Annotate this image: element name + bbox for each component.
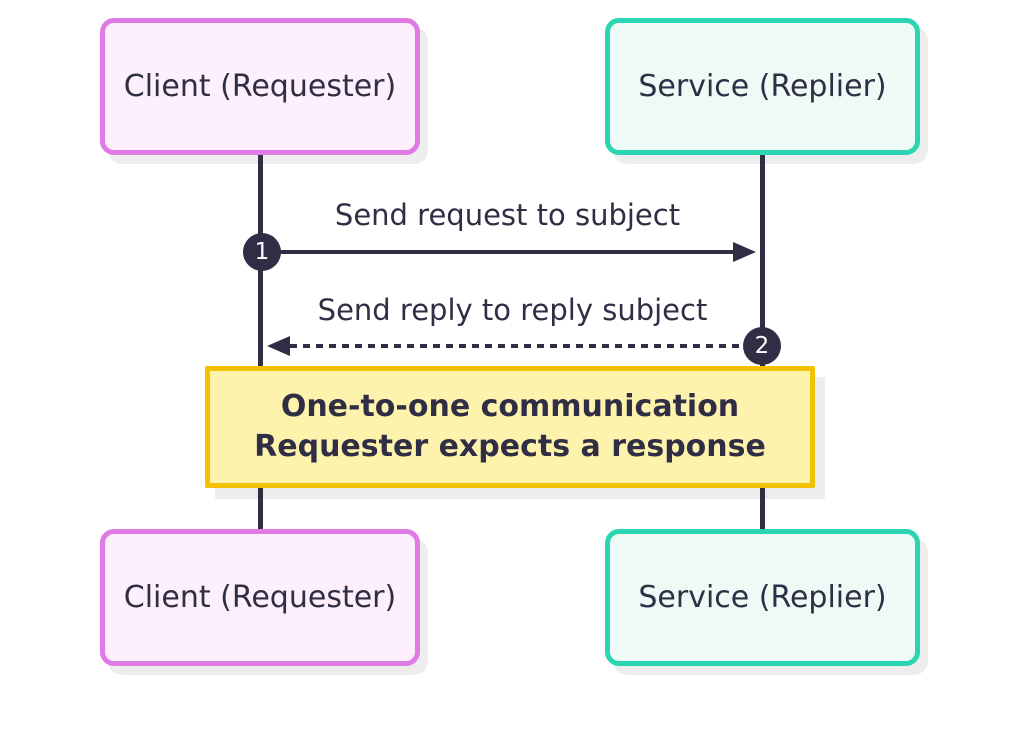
message-1-label: Send request to subject bbox=[334, 198, 681, 232]
actor-service-top-label: Service (Replier) bbox=[638, 69, 887, 104]
message-1-line bbox=[260, 250, 735, 254]
actor-client-top: Client (Requester) bbox=[100, 18, 420, 155]
actor-client-top-label: Client (Requester) bbox=[123, 69, 397, 104]
arrowhead-right-icon bbox=[733, 242, 756, 262]
actor-client-bottom: Client (Requester) bbox=[100, 529, 420, 666]
step-1-badge: 1 bbox=[243, 233, 281, 271]
step-2-badge: 2 bbox=[743, 327, 781, 365]
actor-service-bottom: Service (Replier) bbox=[605, 529, 920, 666]
actor-client-bottom-label: Client (Requester) bbox=[123, 580, 397, 615]
message-2-line bbox=[290, 344, 743, 348]
actor-service-bottom-label: Service (Replier) bbox=[638, 580, 887, 615]
note-line-1: One-to-one communication bbox=[280, 389, 740, 424]
step-2-number: 2 bbox=[754, 333, 770, 359]
note-box: One-to-one communication Requester expec… bbox=[205, 366, 815, 488]
note-line-2: Requester expects a response bbox=[254, 429, 766, 464]
actor-service-top: Service (Replier) bbox=[605, 18, 920, 155]
arrowhead-left-icon bbox=[267, 336, 290, 356]
message-2-label: Send reply to reply subject bbox=[317, 293, 708, 327]
lifeline-client bbox=[258, 155, 263, 529]
step-1-number: 1 bbox=[254, 239, 270, 265]
